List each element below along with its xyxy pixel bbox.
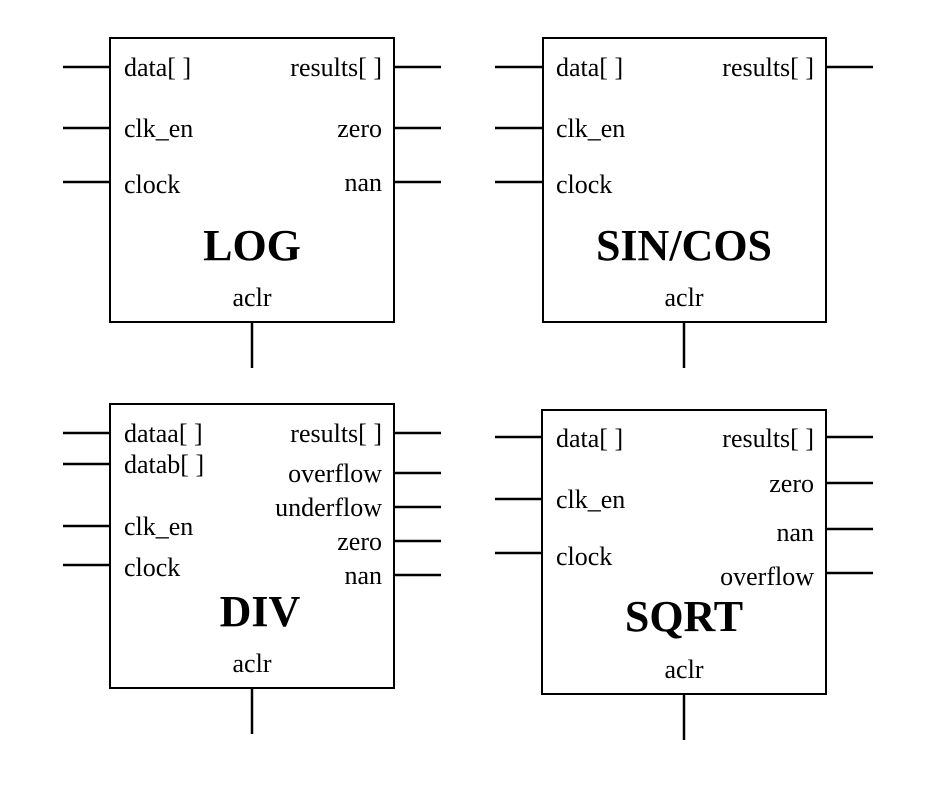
- div-block-box: [109, 403, 395, 689]
- div-input-label-dataa: dataa[ ]: [124, 419, 203, 448]
- sincos-output-label-results: results[ ]: [722, 53, 814, 82]
- sqrt-block: data[ ] clk_en clock results[ ] zero nan…: [495, 409, 873, 740]
- sincos-block-box: [542, 37, 827, 323]
- sincos-aclr-label: aclr: [665, 283, 704, 312]
- sqrt-output-label-nan: nan: [776, 518, 814, 547]
- log-output-label-nan: nan: [344, 168, 382, 197]
- log-block: data[ ] clk_en clock results[ ] zero nan…: [63, 37, 441, 368]
- sincos-input-label-clk-en: clk_en: [556, 114, 625, 143]
- div-input-label-clock: clock: [124, 553, 180, 582]
- sqrt-title: SQRT: [625, 592, 743, 641]
- div-output-label-zero: zero: [337, 527, 382, 556]
- div-aclr-label: aclr: [233, 649, 272, 678]
- sqrt-input-label-clk-en: clk_en: [556, 485, 625, 514]
- log-output-label-results: results[ ]: [290, 53, 382, 82]
- sqrt-input-label-clock: clock: [556, 542, 612, 571]
- sincos-block: data[ ] clk_en clock results[ ] SIN/COS …: [495, 37, 873, 368]
- log-input-label-clock: clock: [124, 170, 180, 199]
- log-title: LOG: [203, 221, 301, 270]
- sqrt-output-label-results: results[ ]: [722, 424, 814, 453]
- log-block-box: [109, 37, 395, 323]
- sincos-title: SIN/COS: [596, 221, 772, 270]
- sqrt-aclr-label: aclr: [665, 655, 704, 684]
- div-block: dataa[ ] datab[ ] clk_en clock results[ …: [63, 403, 441, 734]
- sqrt-output-label-overflow: overflow: [720, 562, 814, 591]
- div-output-label-overflow: overflow: [288, 459, 382, 488]
- div-title: DIV: [220, 587, 301, 636]
- div-output-label-underflow: underflow: [275, 493, 382, 522]
- log-output-label-zero: zero: [337, 114, 382, 143]
- sincos-input-label-data: data[ ]: [556, 53, 623, 82]
- log-input-label-clk-en: clk_en: [124, 114, 193, 143]
- div-output-label-nan: nan: [344, 561, 382, 590]
- log-aclr-label: aclr: [233, 283, 272, 312]
- sincos-input-label-clock: clock: [556, 170, 612, 199]
- sqrt-input-label-data: data[ ]: [556, 424, 623, 453]
- sqrt-output-label-zero: zero: [769, 469, 814, 498]
- log-input-label-data: data[ ]: [124, 53, 191, 82]
- div-input-label-clk-en: clk_en: [124, 512, 193, 541]
- div-input-label-datab: datab[ ]: [124, 450, 204, 479]
- div-output-label-results: results[ ]: [290, 419, 382, 448]
- sqrt-block-box: [541, 409, 827, 695]
